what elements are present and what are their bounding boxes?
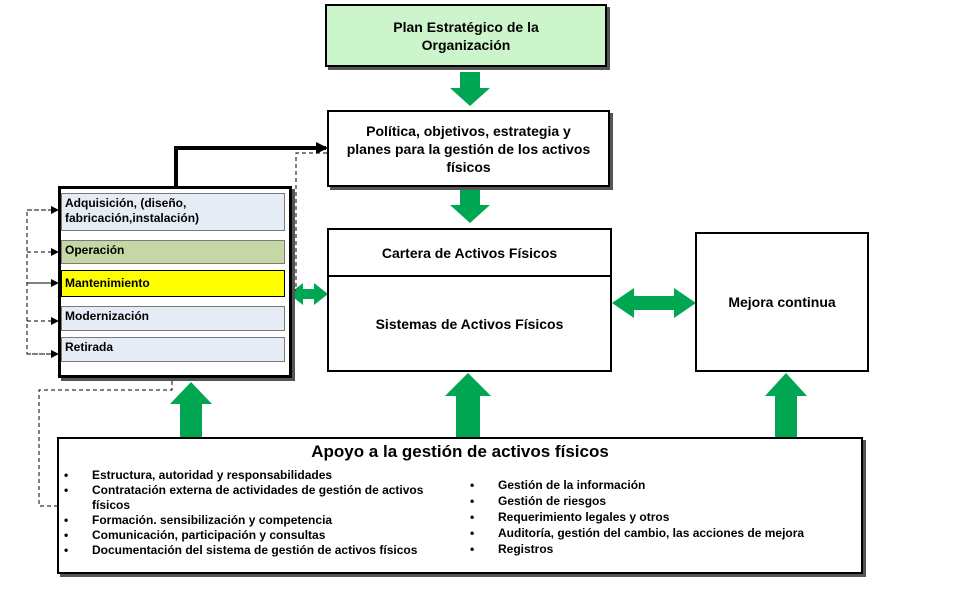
lifecycle-operacion: Operación xyxy=(61,240,285,264)
dashed-left-loop xyxy=(26,209,60,355)
arrow-apoyo-to-lifecycle xyxy=(170,382,212,437)
plan-estrategico-label: Plan Estratégico de la Organización xyxy=(393,18,539,53)
sistemas-label: Sistemas de Activos Físicos xyxy=(375,315,564,332)
apoyo-title: Apoyo a la gestión de activos físicos xyxy=(311,442,609,461)
apoyo-left-item: Formación. sensibilización y competencia xyxy=(59,513,454,528)
apoyo-right-item: Auditoría, gestión del cambio, las accio… xyxy=(465,525,860,541)
lifecycle-mantenimiento-label: Mantenimiento xyxy=(65,276,150,290)
apoyo-left-list: Estructura, autoridad y responsabilidade… xyxy=(59,468,454,558)
apoyo-left-item: Comunicación, participación y consultas xyxy=(59,528,454,543)
lifecycle-retirada: Retirada xyxy=(61,337,285,362)
apoyo-right-list: Gestión de la información Gestión de rie… xyxy=(465,477,860,557)
apoyo-left-item: Estructura, autoridad y responsabilidade… xyxy=(59,468,454,483)
apoyo-left-item: Documentación del sistema de gestión de … xyxy=(59,543,454,558)
cartera-box: Cartera de Activos Físicos xyxy=(327,228,612,277)
lifecycle-mantenimiento: Mantenimiento xyxy=(61,270,285,297)
politica-box: Política, objetivos, estrategia y planes… xyxy=(327,110,610,187)
apoyo-right-item: Gestión de la información xyxy=(465,477,860,493)
arrow-apoyo-to-sistemas xyxy=(445,373,491,437)
sistemas-box: Sistemas de Activos Físicos xyxy=(327,275,612,372)
arrow-lifecycle-sistemas xyxy=(289,283,328,305)
arrow-plan-to-politica xyxy=(450,72,490,106)
lifecycle-adquisicion: Adquisición, (diseño, fabricación,instal… xyxy=(61,193,285,231)
arrow-politica-to-cartera xyxy=(450,189,490,223)
lifecycle-modernizacion: Modernización xyxy=(61,306,285,331)
plan-estrategico-box: Plan Estratégico de la Organización xyxy=(325,4,607,67)
arrow-apoyo-to-mejora xyxy=(765,373,807,437)
mejora-continua-label: Mejora continua xyxy=(728,294,836,310)
apoyo-right-item: Gestión de riesgos xyxy=(465,493,860,509)
apoyo-left-item: Contratación externa de actividades de g… xyxy=(59,483,454,513)
apoyo-right-item: Requerimiento legales y otros xyxy=(465,509,860,525)
arrow-lifecycle-to-politica xyxy=(174,142,328,186)
dashed-politica-to-mantenimiento xyxy=(287,152,327,294)
cartera-label: Cartera de Activos Físicos xyxy=(381,244,558,261)
lifecycle-operacion-label: Operación xyxy=(65,243,125,257)
mejora-continua-box: Mejora continua xyxy=(695,232,869,372)
lifecycle-adquisicion-label: Adquisición, (diseño, fabricación,instal… xyxy=(65,196,200,225)
apoyo-right-item: Registros xyxy=(465,541,860,557)
lifecycle-retirada-label: Retirada xyxy=(65,340,114,354)
lifecycle-modernizacion-label: Modernización xyxy=(65,309,150,323)
arrow-sistemas-mejora xyxy=(612,288,696,318)
politica-label: Política, objetivos, estrategia y planes… xyxy=(346,122,591,175)
